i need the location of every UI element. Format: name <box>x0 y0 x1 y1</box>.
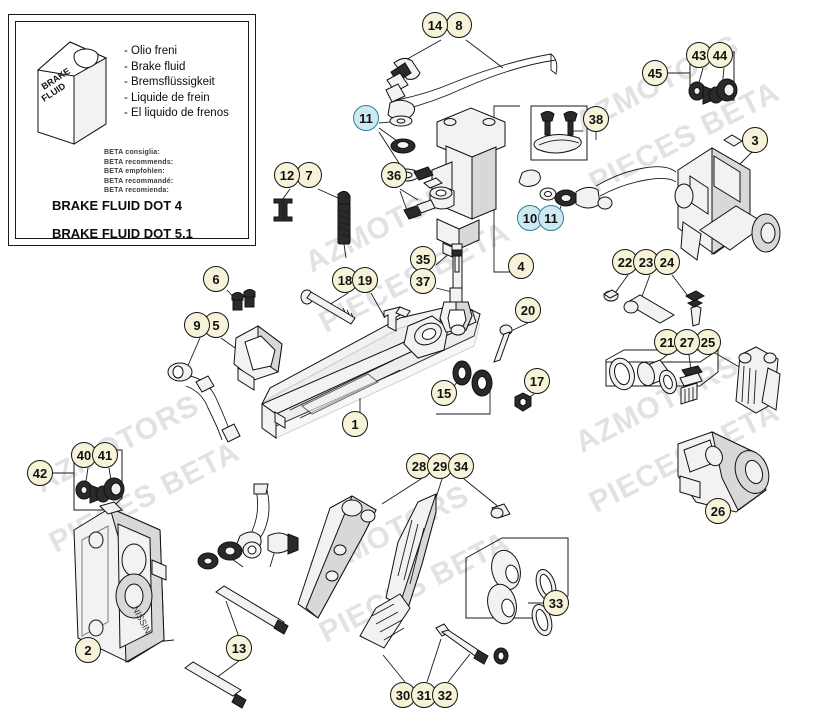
callout-28[interactable]: 28 <box>406 453 432 479</box>
fluid-name-es: - El liquido de frenos <box>124 107 229 119</box>
callout-9[interactable]: 9 <box>184 312 210 338</box>
fluid-name-fr: - Liquide de frein <box>124 91 210 104</box>
callout-34[interactable]: 34 <box>448 453 474 479</box>
beta-recommends-de: BETA empfohlen: <box>104 168 165 176</box>
callout-38[interactable]: 38 <box>583 106 609 132</box>
fluid-name-de: - Bremsflüssigkeit <box>124 76 215 88</box>
callout-7[interactable]: 7 <box>296 162 322 188</box>
callout-8[interactable]: 8 <box>446 12 472 38</box>
callout-11[interactable]: 11 <box>538 205 564 231</box>
callout-3[interactable]: 3 <box>742 127 768 153</box>
pedal-pivot-hardware <box>300 289 411 332</box>
piston-seal-pad-set <box>605 346 781 414</box>
legend-inner-border: BRAKE FLUID - Olio freni - Brake fluid -… <box>15 21 249 241</box>
callout-13[interactable]: 13 <box>226 635 252 661</box>
front-brake-hose <box>184 483 299 709</box>
caliper-pins-and-bleeder <box>603 289 706 327</box>
beta-recommends-en: BETA recommends: <box>104 158 174 166</box>
callout-6[interactable]: 6 <box>203 266 229 292</box>
brake-fluid-legend: BRAKE FLUID - Olio freni - Brake fluid -… <box>8 14 256 246</box>
pedal-spring-and-clip <box>273 190 351 259</box>
brake-fluid-can-icon: BRAKE FLUID <box>36 41 108 145</box>
callout-31[interactable]: 31 <box>411 682 437 708</box>
callout-32[interactable]: 32 <box>432 682 458 708</box>
callout-26[interactable]: 26 <box>705 498 731 524</box>
beta-recommends-fr: BETA recommandé: <box>104 177 174 185</box>
callout-1[interactable]: 1 <box>342 411 368 437</box>
callout-41[interactable]: 41 <box>92 442 118 468</box>
pedal-bushings-and-nut <box>436 360 532 415</box>
callout-20[interactable]: 20 <box>515 297 541 323</box>
callout-44[interactable]: 44 <box>707 42 733 68</box>
reservoir-cap-kit <box>530 105 588 161</box>
callout-37[interactable]: 37 <box>410 268 436 294</box>
beta-recommends-list: BETA consiglia: BETA recommends: BETA em… <box>104 148 173 196</box>
front-brake-caliper: NISSIN <box>73 501 167 663</box>
fluid-name-list: - Olio freni - Brake fluid - Bremsflüssi… <box>124 44 229 122</box>
fluid-name-it: - Olio freni <box>124 45 178 57</box>
callout-45[interactable]: 45 <box>642 60 668 86</box>
callout-19[interactable]: 19 <box>352 267 378 293</box>
callout-4[interactable]: 4 <box>508 253 534 279</box>
callout-14[interactable]: 14 <box>422 12 448 38</box>
callout-11[interactable]: 11 <box>353 105 379 131</box>
pedal-return-clip <box>493 324 513 363</box>
front-brake-pads <box>297 493 511 619</box>
front-pad-spring-pin <box>359 593 509 665</box>
pedal-bracket-and-hose <box>167 289 283 443</box>
rear-brake-caliper-assembly <box>674 134 781 261</box>
callout-17[interactable]: 17 <box>524 368 550 394</box>
fluid-name-en: - Brake fluid <box>124 60 186 73</box>
beta-recommends-es: BETA recomienda: <box>104 187 170 195</box>
pushrod-and-clevis <box>439 243 473 336</box>
callout-33[interactable]: 33 <box>543 590 569 616</box>
beta-recommends-it: BETA consiglia: <box>104 149 160 156</box>
callout-15[interactable]: 15 <box>431 380 457 406</box>
dot51-spec: BRAKE FLUID DOT 5.1 <box>52 226 193 241</box>
front-piston-seal-kit <box>465 537 569 636</box>
callout-36[interactable]: 36 <box>381 162 407 188</box>
brake-hose-right <box>518 166 677 210</box>
callout-12[interactable]: 12 <box>274 162 300 188</box>
callout-42[interactable]: 42 <box>27 460 53 486</box>
callout-27[interactable]: 27 <box>674 329 700 355</box>
callout-2[interactable]: 2 <box>75 637 101 663</box>
callout-24[interactable]: 24 <box>654 249 680 275</box>
dot4-spec: BRAKE FLUID DOT 4 <box>52 198 182 213</box>
caliper-support-bracket <box>677 431 770 513</box>
